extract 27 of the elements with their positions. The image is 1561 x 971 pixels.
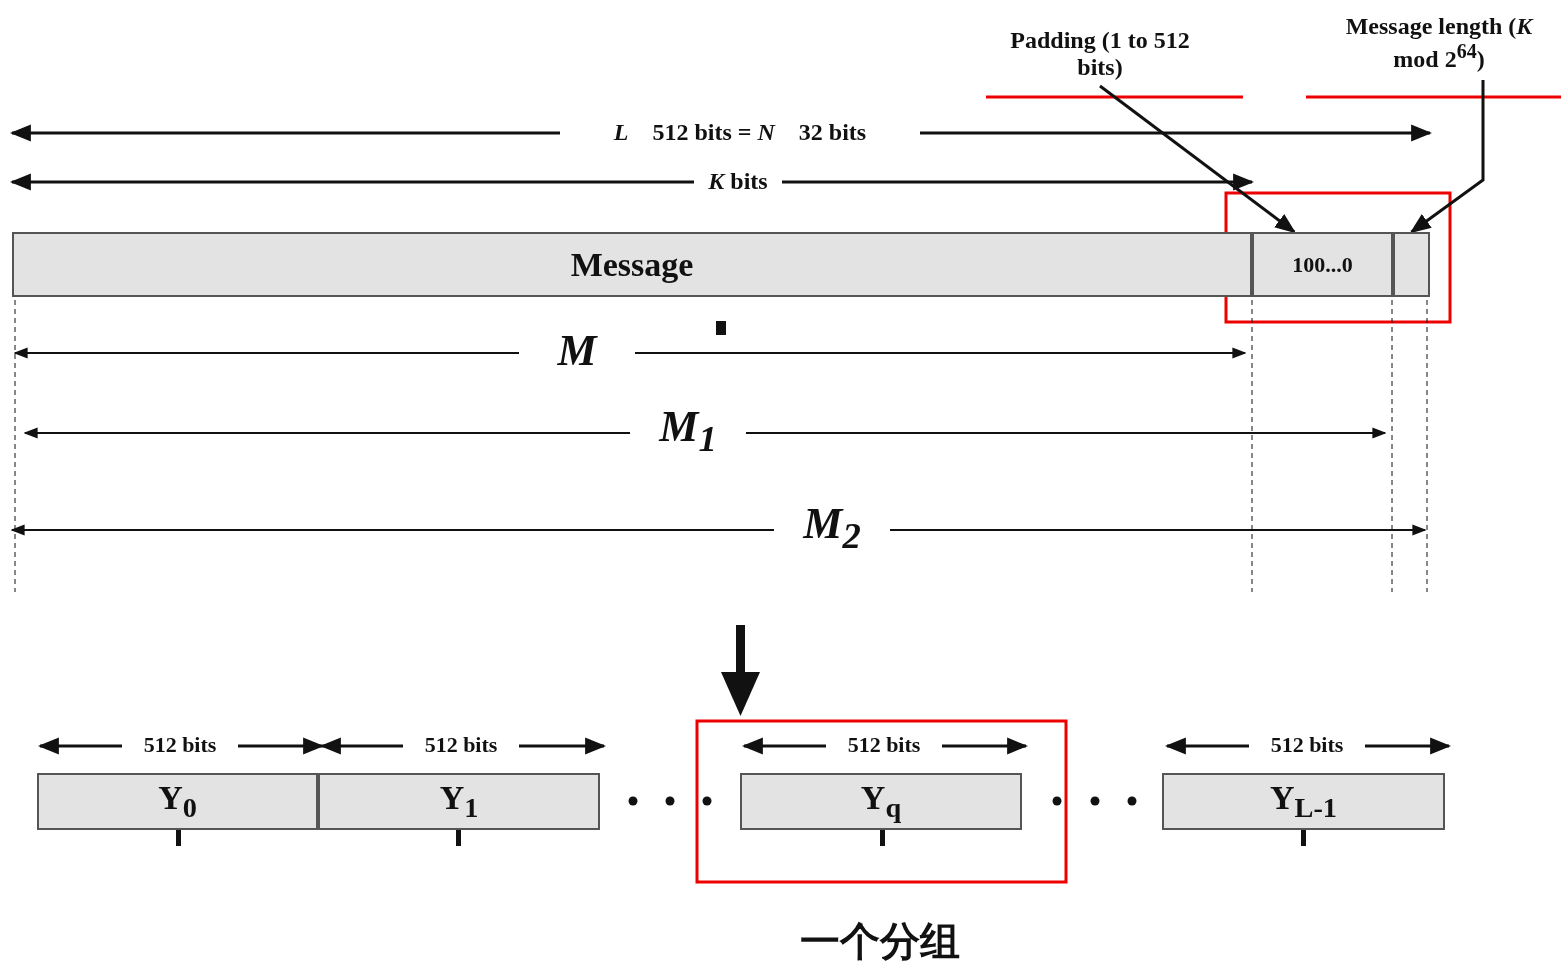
dimension-label: M$_{1}$	[659, 402, 717, 460]
node-text: Y$_{L-1}$	[1269, 779, 1338, 824]
block-segment	[318, 773, 600, 830]
node-text: Message length (K mod 2$^{64}$)	[1345, 13, 1533, 73]
dimension-label: 512 bits	[143, 732, 217, 758]
dimension-label: 512 bits	[847, 732, 921, 758]
dimension-label: 512 bits	[424, 732, 498, 758]
length-block	[1393, 232, 1430, 297]
block-segment	[37, 773, 318, 830]
block-segment	[740, 773, 1022, 830]
node-text: Padding (1 to 512 bits)	[1010, 27, 1190, 81]
node-text: 100...0	[1292, 251, 1353, 278]
node-text: Y$_{0}$	[158, 779, 197, 824]
dimension-label: 512 bits	[1270, 732, 1344, 758]
dimension-label: L 512 bits = N 32 bits	[613, 118, 867, 146]
node-text: Y$_{q}$	[860, 779, 902, 824]
padding-block	[1252, 232, 1393, 297]
leader-arrow	[1099, 84, 1296, 234]
dimension-label: K bits	[708, 167, 768, 195]
node-text: Y$_{1}$	[439, 779, 479, 824]
leader-arrow	[1409, 80, 1485, 234]
caption: 一个分组	[799, 920, 961, 964]
block-segment	[1162, 773, 1445, 830]
dimension-label: M$_{2}$	[803, 499, 861, 557]
dimension-label: M	[557, 326, 597, 376]
node-text: Message	[570, 245, 694, 284]
message-block	[12, 232, 1252, 297]
